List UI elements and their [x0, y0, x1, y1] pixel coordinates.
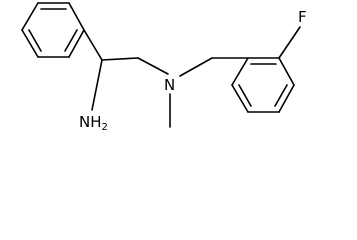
chemical-structure-diagram: NH2 N F: [21, 2, 307, 133]
double-bond-inner: [274, 84, 288, 107]
bond: [101, 57, 139, 61]
nitrogen-label: N: [164, 76, 175, 94]
bond: [231, 84, 249, 113]
fluorophenyl-ring: [231, 26, 301, 113]
double-bond-inner: [64, 29, 78, 52]
bond: [68, 2, 85, 31]
amine-subscript: 2: [102, 122, 108, 133]
bond: [137, 57, 169, 75]
bond: [278, 84, 295, 113]
bond: [278, 57, 295, 86]
double-bond-inner: [28, 29, 42, 52]
double-bond-inner: [238, 84, 252, 107]
bond: [91, 59, 103, 111]
bond: [231, 57, 249, 86]
bond: [68, 29, 85, 58]
bond: [83, 29, 103, 61]
bond: [21, 2, 39, 31]
bond: [21, 29, 39, 58]
fluorine-label: F: [298, 8, 307, 26]
bond: [278, 26, 301, 59]
bond: [179, 57, 213, 77]
carbon-chain: [83, 29, 249, 128]
amine-label: NH2: [79, 113, 108, 133]
amine-text: NH: [79, 113, 102, 131]
phenyl-ring: [21, 2, 85, 58]
